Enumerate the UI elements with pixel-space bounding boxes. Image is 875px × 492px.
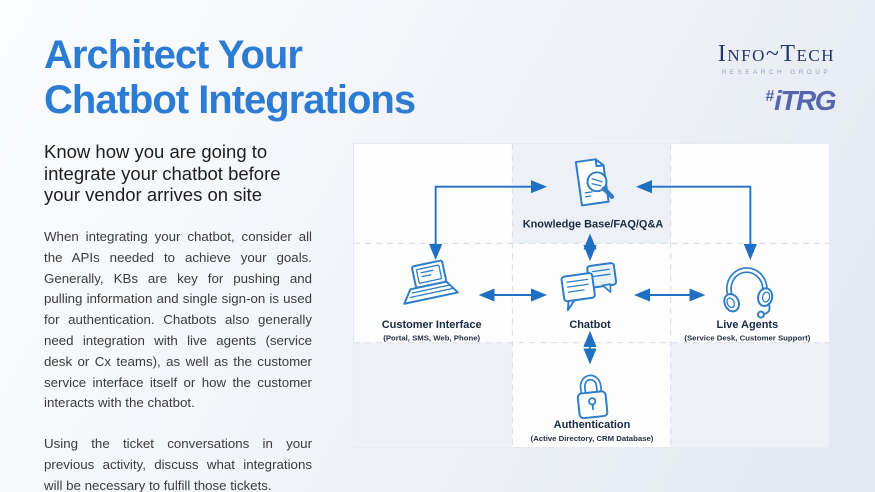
node-label-chatbot: Chatbot: [569, 319, 611, 331]
subtitle-line-2: integrate your chatbot before: [44, 162, 281, 184]
company-logo: Info~Tech RESEARCH GROUP #iTRG: [717, 41, 837, 116]
headset-icon: [723, 267, 774, 319]
subtitle-line-3: your vendor arrives on site: [44, 184, 262, 205]
infotech-logo-text: Info~Tech: [717, 41, 835, 67]
chat-bubbles-icon: [560, 262, 618, 312]
laptop-icon: [403, 259, 459, 305]
page-title: Architect Your Chatbot Integrations: [44, 33, 416, 123]
node-sub-live-agents: (Service Desk, Customer Support): [684, 334, 810, 343]
subtitle-line-1: Know how you are going to: [44, 141, 268, 162]
slide-subtitle: Know how you are going to integrate your…: [44, 141, 281, 206]
page-title-line-2: Chatbot Integrations: [44, 78, 416, 122]
integration-diagram: Knowledge Base/FAQ/Q&A Customer Interfac…: [354, 144, 829, 447]
integration-diagram-panel: Knowledge Base/FAQ/Q&A Customer Interfac…: [353, 143, 830, 448]
node-label-customer-interface: Customer Interface: [382, 319, 482, 331]
cell-tint-bottom-left: [354, 342, 513, 447]
itrg-hash: #: [765, 88, 775, 105]
knowledge-base-icon: [574, 158, 615, 207]
infotech-logo-tagline: RESEARCH GROUP: [721, 69, 832, 76]
node-label-live-agents: Live Agents: [717, 319, 779, 331]
itrg-logo: #iTRG: [718, 83, 836, 116]
node-label-authentication: Authentication: [554, 419, 631, 431]
node-sub-authentication: (Active Directory, CRM Database): [531, 434, 654, 443]
body-paragraph-2: Using the ticket conversations in your p…: [44, 436, 312, 492]
cell-tint-bottom-right: [670, 342, 829, 447]
node-label-knowledge-base: Knowledge Base/FAQ/Q&A: [523, 218, 664, 230]
padlock-icon: [576, 374, 609, 420]
arrow-customer-to-kb: [429, 180, 548, 261]
page-title-line-1: Architect Your: [44, 33, 303, 77]
body-paragraph-1: When integrating your chatbot, consider …: [44, 229, 312, 411]
node-sub-customer-interface: (Portal, SMS, Web, Phone): [383, 334, 480, 343]
body-copy: When integrating your chatbot, consider …: [44, 227, 312, 492]
itrg-text: iTRG: [774, 85, 836, 116]
arrow-agents-to-kb: [635, 180, 757, 261]
